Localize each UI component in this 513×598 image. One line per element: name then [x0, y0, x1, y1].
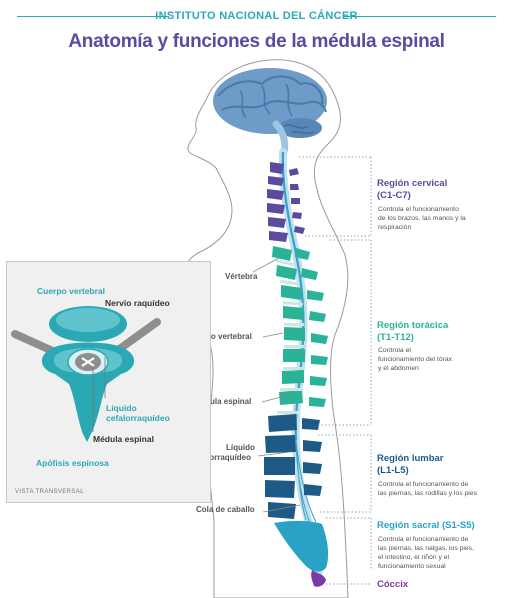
region-lumbar-title: Región lumbar (L1-L5)	[377, 453, 444, 477]
header-rule-right	[344, 16, 496, 17]
region-cervical-range: (C1-C7)	[377, 190, 411, 201]
region-sacral-description: Controla el funcionamiento de las pierna…	[378, 536, 474, 570]
label-csf-line1: Líquido	[226, 443, 255, 452]
label-spinal-cord: Médula espinal	[194, 397, 252, 406]
region-thoracic-title: Región torácica (T1-T12)	[377, 320, 448, 344]
transverse-view-inset: Cuerpo vertebral Nervio raquídeo Líquido…	[6, 261, 211, 503]
region-lumbar-description: Controla el funcionamiento de las pierna…	[378, 481, 477, 497]
region-thoracic-name: Región torácica	[377, 320, 449, 331]
inset-csf-label-line1: Líquido	[106, 403, 137, 413]
region-cervical-description: Controla el funcionamiento de los brazos…	[378, 206, 466, 231]
region-thoracic-range: (T1-T12)	[377, 332, 414, 343]
cervical-vertebrae	[267, 162, 305, 242]
label-vertebral-disc: Disco vertebral	[194, 332, 252, 341]
region-lumbar-name: Región lumbar	[377, 453, 444, 464]
label-cauda-equina: Cola de caballo	[196, 505, 255, 514]
coccyx	[311, 570, 326, 587]
inset-spinal-nerve-label: Nervio raquídeo	[105, 298, 170, 308]
label-vertebra: Vértebra	[225, 272, 258, 281]
inset-spinous-process-label: Apófisis espinosa	[36, 458, 109, 468]
region-cervical-name: Región cervical	[377, 178, 448, 189]
page-title: Anatomía y funciones de la médula espina…	[68, 31, 445, 52]
vertebra-cross-section	[11, 306, 161, 442]
inset-spinal-cord-label: Médula espinal	[93, 434, 154, 444]
inset-vertebral-body-label: Cuerpo vertebral	[37, 286, 106, 296]
vertebral-discs	[275, 259, 304, 414]
organization-name: INSTITUTO NACIONAL DEL CÁNCER	[155, 10, 358, 22]
region-brackets	[299, 156, 372, 585]
region-coccyx-title: Cóccix	[377, 579, 409, 590]
inset-csf-label-line2: cefalorraquídeo	[106, 413, 170, 423]
region-lumbar-range: (L1-L5)	[377, 465, 409, 476]
header-rule-left	[17, 16, 169, 17]
region-sacral-title: Región sacral (S1-S5)	[377, 520, 475, 532]
thoracic-vertebrae	[272, 246, 328, 407]
region-cervical-title: Región cervical (C1-C7)	[377, 178, 447, 202]
region-sacral-name: Región sacral (S1-S5)	[377, 520, 475, 531]
label-csf-line2: cefalorraquídeo	[191, 453, 252, 462]
inset-view-label: VISTA TRANSVERSAL	[15, 489, 84, 495]
region-thoracic-description: Controla el funcionamiento del tórax y e…	[378, 347, 453, 372]
lumbar-vertebrae	[264, 414, 322, 519]
sacrum	[274, 520, 329, 572]
label-leaders	[252, 257, 301, 513]
